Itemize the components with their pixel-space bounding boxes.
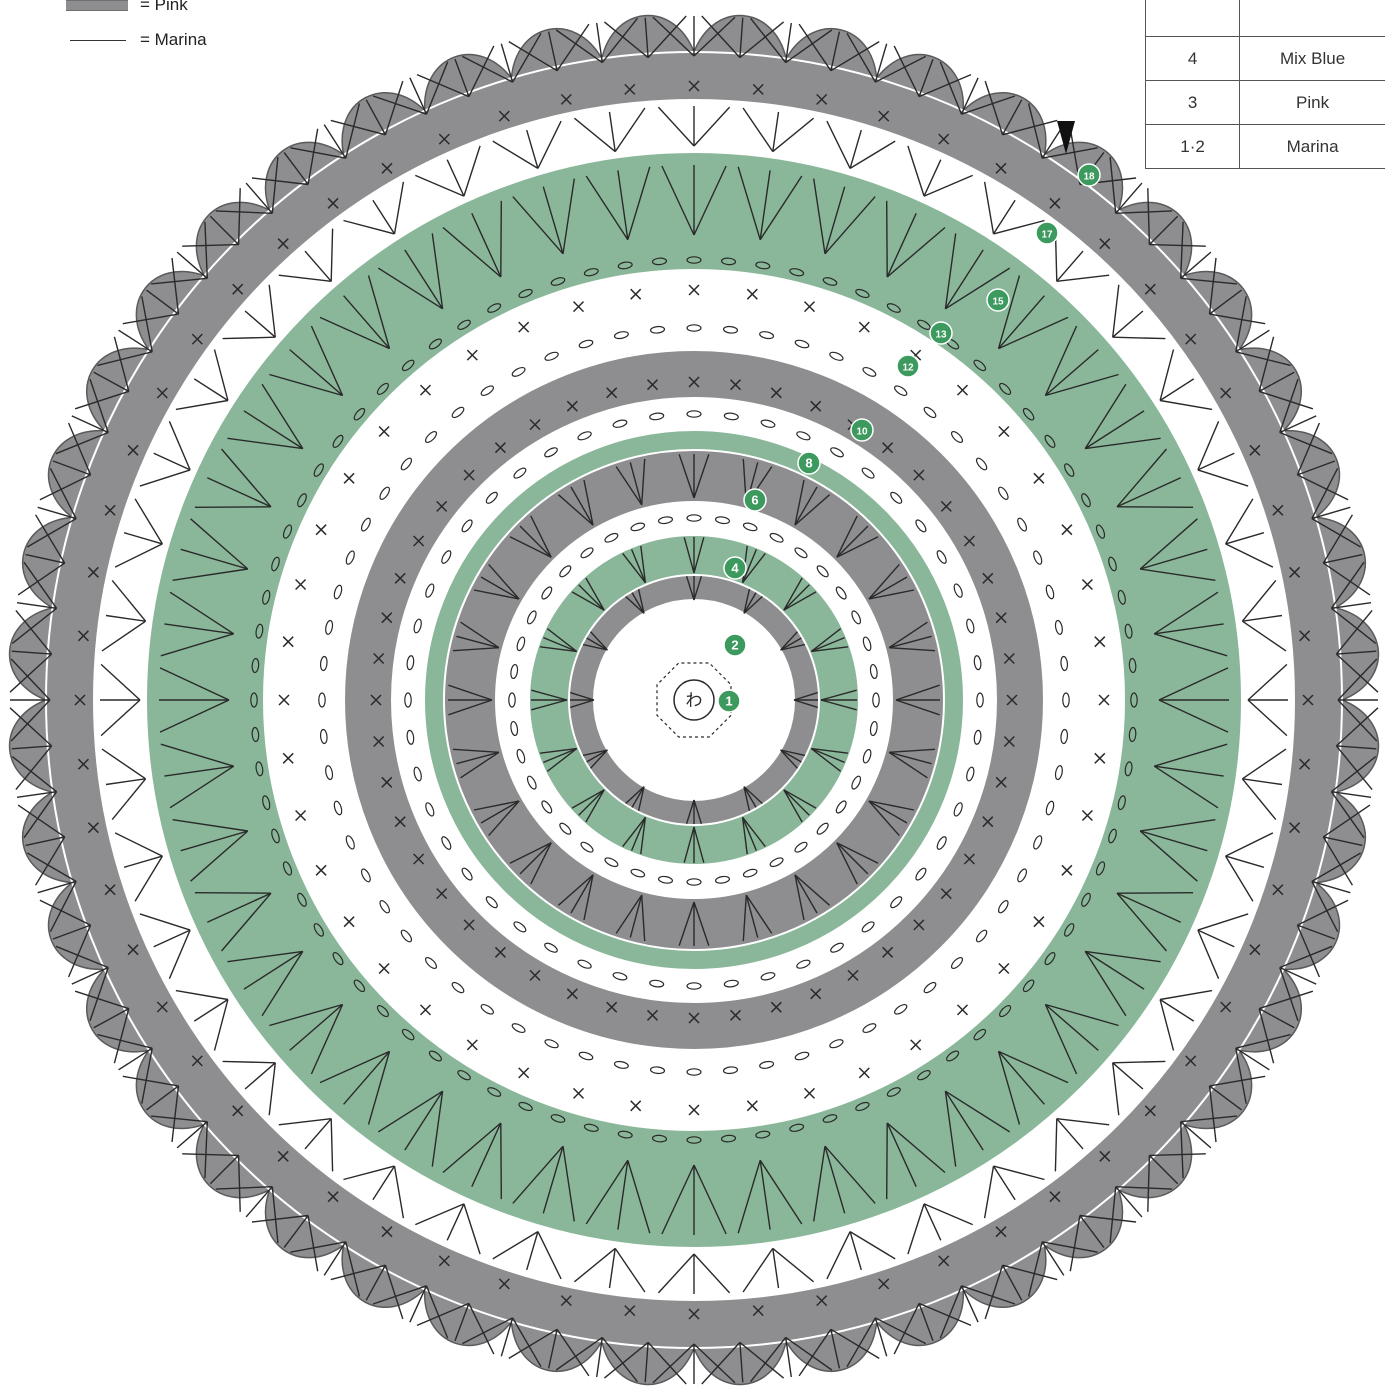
round-number-label: 2 — [731, 638, 738, 653]
stitch-mark — [887, 201, 888, 277]
round-number-label: 8 — [805, 456, 812, 471]
stitch-mark — [1117, 507, 1193, 508]
center-ring-label: わ — [686, 691, 703, 711]
round-number-label: 4 — [731, 561, 739, 576]
stitch-mark — [195, 507, 271, 508]
round-number-label: 13 — [935, 330, 947, 341]
round-number-label: 17 — [1041, 230, 1053, 241]
stitch-mark — [195, 893, 271, 894]
stitch-mark — [501, 1123, 502, 1199]
round-number-label: 6 — [751, 493, 758, 508]
stitch-mark — [887, 1123, 888, 1199]
stitch-mark — [501, 201, 502, 277]
round-number-label: 1 — [725, 694, 732, 709]
round-number-label: 15 — [992, 297, 1004, 308]
round-number-label: 12 — [902, 363, 914, 374]
stitch-mark — [1117, 893, 1193, 894]
round-number-label: 10 — [856, 427, 868, 438]
round-number-label: 18 — [1083, 172, 1095, 183]
